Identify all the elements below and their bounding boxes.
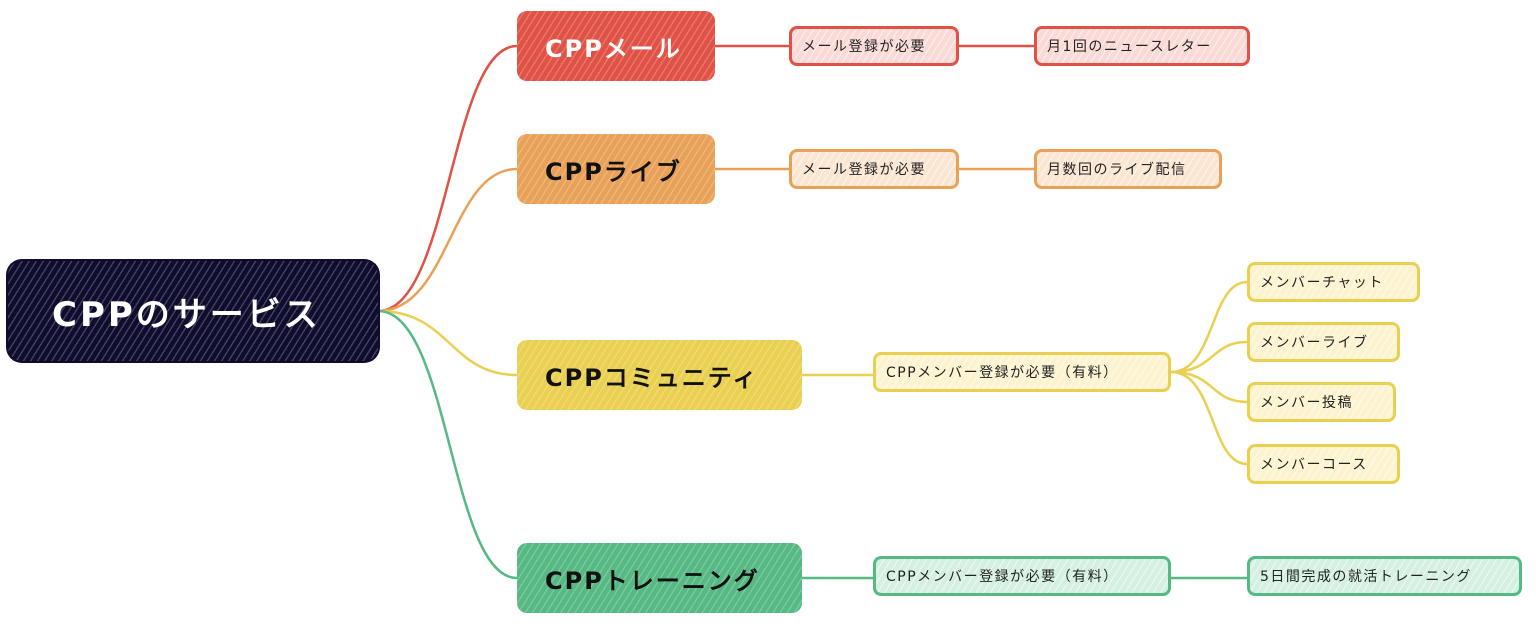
branch-node-mail[interactable]: CPPメール xyxy=(517,11,715,81)
branch-node-live[interactable]: CPPライブ xyxy=(517,134,715,204)
root-label: CPPのサービス xyxy=(52,294,321,335)
node-label: 月数回のライブ配信 xyxy=(1047,162,1187,178)
link-root-training xyxy=(377,309,518,580)
node-label: メンバー投稿 xyxy=(1260,395,1353,411)
branch-label-live: CPPライブ xyxy=(545,157,682,186)
branch-label-training: CPPトレーニング xyxy=(545,566,760,595)
link-root-mail xyxy=(377,44,518,313)
node-mail-requirement[interactable]: メール登録が必要 xyxy=(789,26,959,66)
node-community-live[interactable]: メンバーライブ xyxy=(1247,322,1400,362)
branch-label-community: CPPコミュニティ xyxy=(545,363,759,392)
node-community-post[interactable]: メンバー投稿 xyxy=(1247,382,1396,422)
node-label: CPPメンバー登録が必要（有料） xyxy=(886,365,1119,381)
node-training-requirement[interactable]: CPPメンバー登録が必要（有料） xyxy=(873,556,1171,596)
node-training-job[interactable]: 5日間完成の就活トレーニング xyxy=(1247,556,1522,596)
branch-node-community[interactable]: CPPコミュニティ xyxy=(517,340,802,410)
node-community-chat[interactable]: メンバーチャット xyxy=(1247,262,1420,302)
node-label: 月1回のニュースレター xyxy=(1047,39,1212,55)
node-label: メール登録が必要 xyxy=(802,39,926,55)
node-label: メンバーライブ xyxy=(1260,335,1369,351)
node-label: CPPメンバー登録が必要（有料） xyxy=(886,569,1119,585)
root-node[interactable]: CPPのサービス xyxy=(8,261,378,361)
branch-label-mail: CPPメール xyxy=(545,34,682,63)
node-community-requirement[interactable]: CPPメンバー登録が必要（有料） xyxy=(873,352,1171,392)
node-mail-newsletter[interactable]: 月1回のニュースレター xyxy=(1034,26,1250,66)
link-root-community xyxy=(377,309,518,377)
node-live-streams[interactable]: 月数回のライブ配信 xyxy=(1034,149,1222,189)
node-live-requirement[interactable]: メール登録が必要 xyxy=(789,149,959,189)
link-comm-live xyxy=(1170,340,1248,374)
branch-node-training[interactable]: CPPトレーニング xyxy=(517,543,802,613)
node-label: 5日間完成の就活トレーニング xyxy=(1260,569,1472,585)
node-label: メンバーコース xyxy=(1260,457,1368,473)
link-comm-post xyxy=(1170,370,1248,404)
node-label: メンバーチャット xyxy=(1260,275,1384,291)
node-label: メール登録が必要 xyxy=(802,162,926,178)
node-community-course[interactable]: メンバーコース xyxy=(1247,444,1400,484)
link-comm-chat xyxy=(1170,280,1248,374)
link-comm-course xyxy=(1170,370,1248,466)
link-root-live xyxy=(377,167,518,313)
